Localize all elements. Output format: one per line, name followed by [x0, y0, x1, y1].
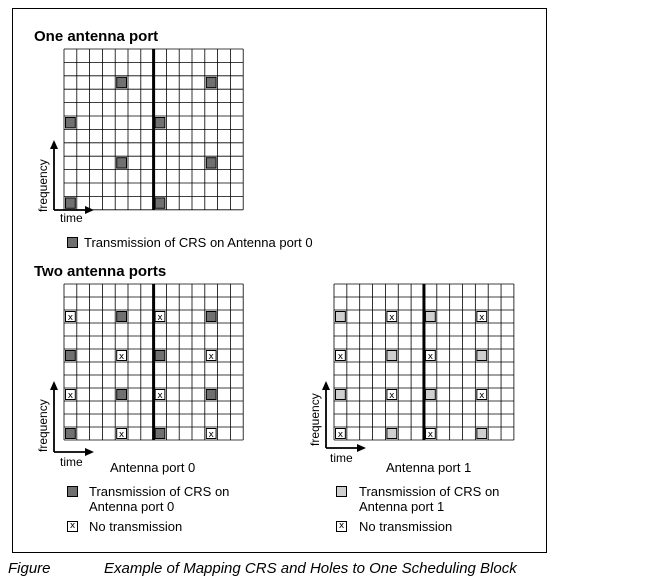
hole-port0-mark: x: [209, 352, 215, 362]
hole-port0-mark: x: [119, 352, 125, 362]
axes-one-port-freq-arrow: [50, 140, 58, 149]
caption-port1: Antenna port 1: [386, 460, 472, 475]
crs-port0-re: [154, 350, 166, 361]
crs-port1-re: [386, 350, 398, 361]
section-title-two-ports: Two antenna ports: [34, 263, 167, 280]
crs-port1-re: [424, 389, 436, 400]
time-label-port1: time: [330, 451, 353, 465]
hole-port1-box: [335, 350, 346, 361]
legend-tx-port0-swatch: [67, 486, 78, 497]
crs-port1-re: [386, 428, 398, 439]
crs-port0-re: [116, 157, 127, 169]
crs-port0-re: [116, 389, 127, 400]
axes-port0-freq-arrow: [50, 381, 58, 390]
time-label-port0: time: [60, 455, 83, 469]
crs-port0-re: [205, 311, 217, 322]
crs-port0-re: [154, 117, 166, 129]
legend-tx-port0-line2: Antenna port 0: [89, 499, 175, 514]
hole-port0-mark: x: [209, 430, 215, 440]
hole-port0-mark: x: [119, 430, 125, 440]
crs-port0-re: [205, 389, 217, 400]
crs-port0-re: [65, 197, 76, 209]
crs-port0-re: [116, 311, 127, 322]
hole-port1-mark: x: [428, 430, 434, 440]
crs-port1-re: [335, 311, 346, 322]
hole-port0-box: [116, 350, 127, 361]
hole-port1-mark: x: [338, 352, 344, 362]
hole-port0-box: [154, 389, 166, 400]
hole-port1-box: [335, 428, 346, 439]
hole-port1-box: [476, 389, 488, 400]
axes-port0-time-arrow: [85, 448, 94, 456]
hole-port1-mark: x: [338, 430, 344, 440]
figure-frame: [12, 8, 547, 553]
crs-port1-re: [335, 389, 346, 400]
crs-port0-re: [116, 76, 127, 89]
legend-crs-port0-text: Transmission of CRS on Antenna port 0: [84, 235, 313, 250]
hole-port0-box: [205, 428, 217, 439]
hole-port1-mark: x: [479, 313, 485, 323]
legend-no-tx-port0-text: No transmission: [89, 519, 183, 534]
crs-port0-re: [154, 197, 166, 209]
hole-port0-mark: x: [68, 391, 74, 401]
freq-label-one-port: frequency: [36, 159, 50, 212]
hole-port1-mark: x: [479, 391, 485, 401]
hole-port1-box: [386, 311, 398, 322]
crs-port0-re: [65, 350, 76, 361]
hole-port1-box: [424, 428, 436, 439]
legend-tx-port1-swatch: [336, 486, 347, 497]
crs-port0-re: [154, 428, 166, 439]
hole-port1-box: [476, 311, 488, 322]
hole-port1-box: [424, 350, 436, 361]
hole-port0-mark: x: [157, 313, 163, 323]
hole-port1-mark: x: [428, 352, 434, 362]
axes-port1-freq-arrow: [322, 381, 330, 390]
hole-port1-mark: x: [389, 391, 395, 401]
crs-port1-re: [424, 311, 436, 322]
crs-port0-re: [65, 117, 76, 129]
figure-label: Figure: [8, 560, 51, 577]
legend-tx-port1-line1: Transmission of CRS on: [359, 484, 500, 499]
crs-port1-re: [476, 428, 488, 439]
legend-no-tx-port1-swatch: x: [336, 521, 347, 532]
freq-label-port0: frequency: [36, 399, 50, 452]
hole-port1-box: [386, 389, 398, 400]
legend-tx-port0-line1: Transmission of CRS on: [89, 484, 230, 499]
hole-port0-box: [65, 389, 76, 400]
crs-port0-re: [205, 76, 217, 89]
section-title-one-port: One antenna port: [34, 28, 159, 45]
legend-crs-port0-swatch: [67, 237, 78, 248]
hole-port0-mark: x: [157, 391, 163, 401]
axes-port1-time-arrow: [357, 444, 366, 452]
hole-port0-box: [116, 428, 127, 439]
hole-port0-mark: x: [68, 313, 74, 323]
time-label-one-port: time: [60, 211, 83, 225]
hole-port0-box: [65, 311, 76, 322]
legend-no-tx-port1-text: No transmission: [359, 519, 453, 534]
figure-caption: Example of Mapping CRS and Holes to One …: [104, 560, 517, 577]
caption-port0: Antenna port 0: [110, 460, 196, 475]
crs-port0-re: [205, 157, 217, 169]
hole-port1-mark: x: [389, 313, 395, 323]
freq-label-port1: frequency: [308, 393, 322, 446]
hole-port0-box: [205, 350, 217, 361]
axes-one-port-time-arrow: [85, 206, 94, 214]
hole-port0-box: [154, 311, 166, 322]
legend-no-tx-port0-swatch: x: [67, 521, 78, 532]
legend-tx-port1-line2: Antenna port 1: [359, 499, 445, 514]
crs-port0-re: [65, 428, 76, 439]
crs-port1-re: [476, 350, 488, 361]
